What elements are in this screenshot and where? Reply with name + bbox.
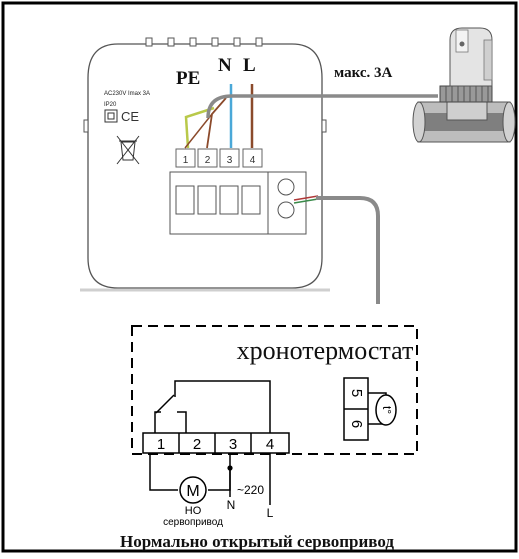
actuator-wire-b xyxy=(184,113,213,149)
temperature-sensor-symbol xyxy=(375,394,397,426)
motor-letter: M xyxy=(186,483,199,500)
top-slots xyxy=(145,37,263,47)
pe-wire xyxy=(184,106,215,149)
l-label: L xyxy=(243,55,256,76)
side-notch xyxy=(83,119,89,133)
schematic-terminal-3: 3 xyxy=(229,436,237,453)
pe-label: PE xyxy=(176,68,200,89)
motor-type: НО xyxy=(185,505,202,517)
terminal-block xyxy=(169,171,307,235)
schematic-terminal-strip: 1 2 3 4 xyxy=(142,432,290,454)
thermostat-dashed-boundary xyxy=(131,325,418,455)
sensor-terminals: 5 6 t° xyxy=(343,377,397,441)
schematic-terminal-1: 1 xyxy=(157,436,165,453)
voltage-label: ~220 xyxy=(237,483,264,497)
max-current-label: макс. 3А xyxy=(334,65,393,81)
n-label: N xyxy=(218,55,232,76)
caption: Нормально открытый сервопривод xyxy=(120,532,394,551)
double-insulation-icon xyxy=(104,109,118,123)
ip-rating: IP20 xyxy=(104,102,117,108)
motor-name: сервопривод xyxy=(163,517,223,528)
neutral-label: N xyxy=(227,498,236,512)
junction-dot xyxy=(227,465,233,471)
sensor-cable xyxy=(316,196,380,304)
motor-circuit xyxy=(149,453,271,505)
sensor-wire-red xyxy=(293,195,319,201)
sensor-symbol-label: t° xyxy=(380,406,394,414)
relay-switch xyxy=(154,380,271,433)
schematic-terminal-2: 2 xyxy=(193,436,201,453)
side-notch xyxy=(321,119,327,133)
terminal-label-row: 1 2 3 4 xyxy=(175,148,263,168)
device-terminal-1: 1 xyxy=(183,155,189,166)
device-terminal-4: 4 xyxy=(250,155,256,166)
servo-actuator xyxy=(412,27,516,143)
actuator-cable xyxy=(206,94,438,119)
sensor-terminal-5: 5 xyxy=(348,389,365,397)
device-terminal-2: 2 xyxy=(205,155,211,166)
ce-mark: CE xyxy=(121,109,139,124)
device-terminal-3: 3 xyxy=(227,155,233,166)
sensor-terminal-6: 6 xyxy=(348,420,365,428)
motor-symbol xyxy=(179,476,207,504)
thermostat-module: AC230V Imax 3A IP20 CE 1 2 3 4 xyxy=(80,37,438,304)
schematic-title: хронотермостат xyxy=(237,336,414,365)
schematic: хронотермостат 1 2 3 4 M Н xyxy=(131,325,418,528)
line-label: L xyxy=(267,506,274,520)
schematic-terminal-4: 4 xyxy=(266,436,274,453)
spec-line: AC230V Imax 3A xyxy=(104,91,150,97)
sensor-wire-green xyxy=(293,198,319,204)
weee-bin-icon xyxy=(116,135,140,165)
